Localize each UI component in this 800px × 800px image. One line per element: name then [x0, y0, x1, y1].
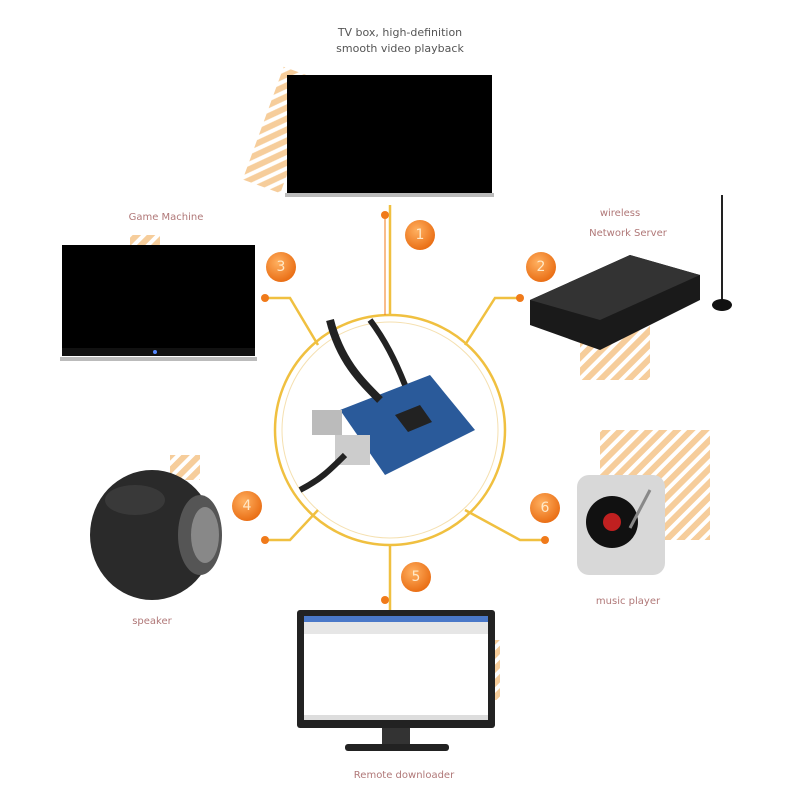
tv-box-label-line1: TV box, high-definition	[337, 26, 462, 39]
badge-6: 6	[530, 493, 560, 523]
game-machine-device	[60, 245, 257, 361]
network-server-label-line2: Network Server	[589, 228, 668, 239]
badge-5: 5	[401, 562, 431, 592]
remote-downloader-device	[297, 610, 495, 751]
tv-box-device	[285, 75, 494, 197]
svg-text:2: 2	[537, 259, 546, 275]
svg-text:1: 1	[416, 227, 425, 243]
network-server-label-line1: wireless	[600, 208, 640, 219]
svg-text:4: 4	[243, 498, 252, 514]
orange-pi-board	[298, 318, 475, 493]
svg-text:6: 6	[541, 500, 550, 516]
speaker-device	[90, 470, 222, 600]
game-machine-label: Game Machine	[129, 212, 204, 223]
connection-lines	[261, 205, 549, 610]
network-server-device	[530, 195, 732, 350]
tv-box-label-line2: smooth video playback	[336, 42, 464, 55]
music-player-label: music player	[596, 596, 661, 607]
badge-1: 1	[405, 220, 435, 250]
speaker-label: speaker	[132, 616, 172, 627]
music-player-device	[577, 475, 665, 575]
remote-downloader-label: Remote downloader	[354, 770, 455, 781]
svg-text:3: 3	[277, 259, 286, 275]
svg-text:5: 5	[412, 569, 421, 585]
badge-4: 4	[232, 491, 262, 521]
badge-3: 3	[266, 252, 296, 282]
badge-2: 2	[526, 252, 556, 282]
